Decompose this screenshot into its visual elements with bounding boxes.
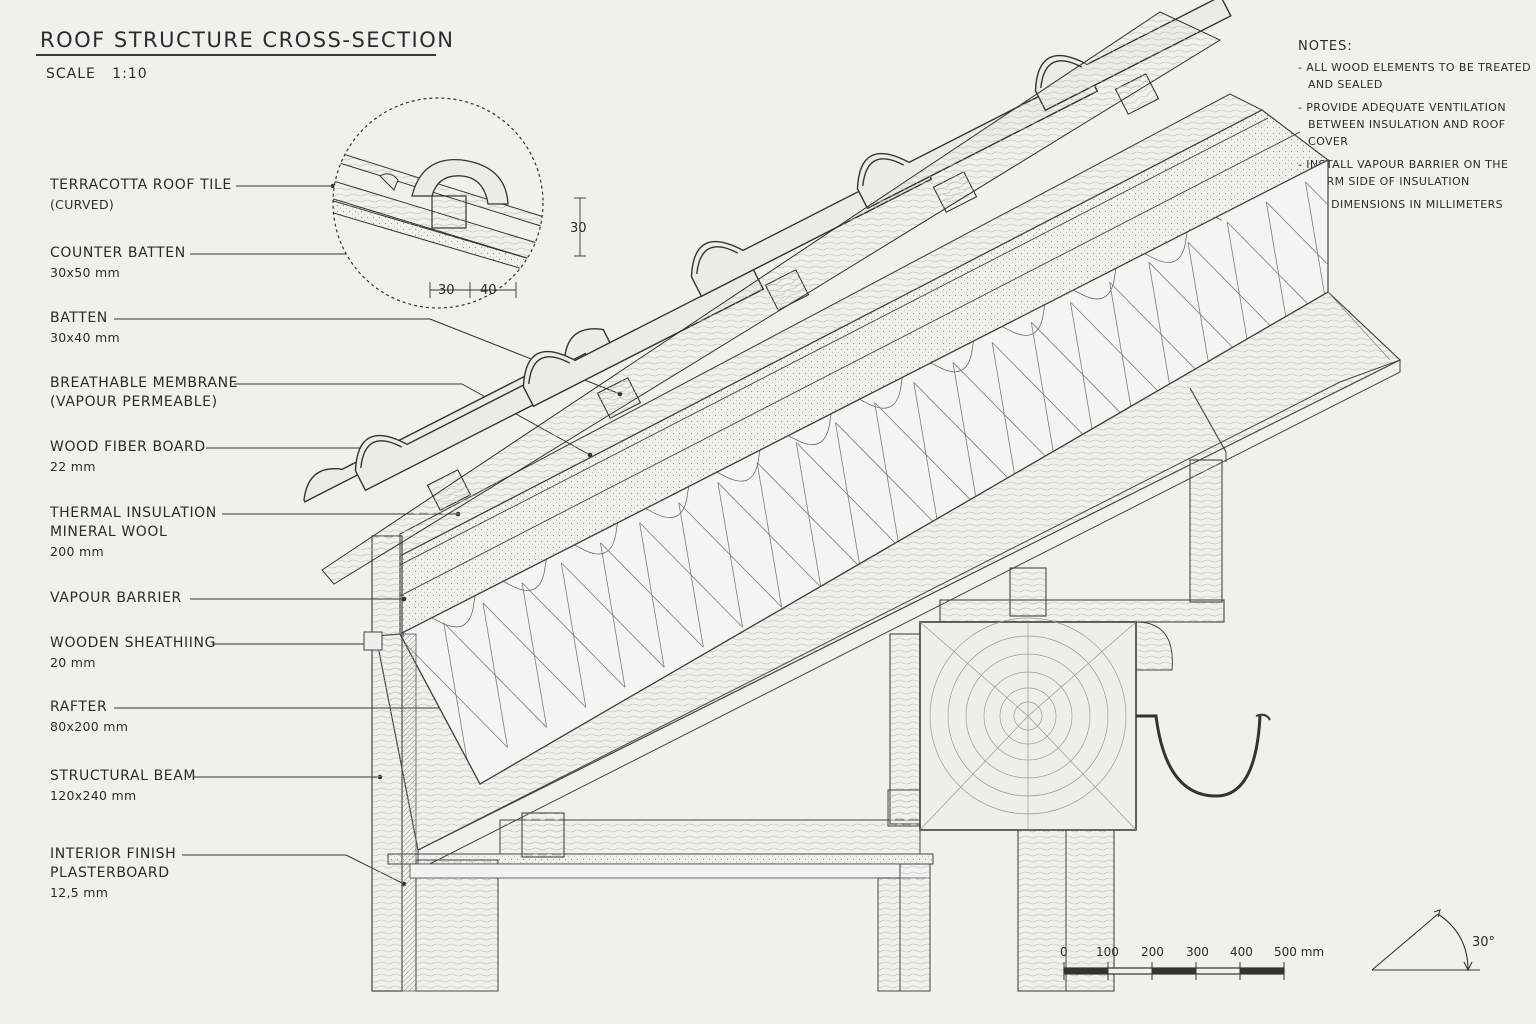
gutter bbox=[1136, 714, 1262, 798]
scale-tick: 200 bbox=[1141, 945, 1164, 959]
angle-indicator bbox=[1371, 909, 1480, 972]
note-item: - PROVIDE ADEQUATE VENTILATION BETWEEN I… bbox=[1298, 101, 1506, 148]
detail-callout: 30 30 40 bbox=[332, 97, 587, 309]
structural-beam-endgrain bbox=[919, 617, 1137, 992]
label-roof-tile: TERRACOTTA ROOF TILE(CURVED) bbox=[50, 177, 232, 212]
scale-tick: 100 bbox=[1096, 945, 1119, 959]
label-vapour-barrier: VAPOUR BARRIER bbox=[50, 590, 182, 606]
scale-bar: 0 100 200 300 400 500 mm bbox=[1060, 945, 1324, 980]
angle-label: 30° bbox=[1472, 935, 1495, 950]
leader-lines bbox=[114, 185, 621, 885]
dim-height: 30 bbox=[570, 221, 587, 236]
scale-tick: 0 bbox=[1060, 945, 1068, 959]
insulation-hatch bbox=[402, 214, 1222, 640]
note-item: - INSTALL VAPOUR BARRIER ON THE WARM SID… bbox=[1298, 158, 1509, 188]
notes-heading: NOTES: bbox=[1298, 39, 1353, 54]
drawing-title: ROOF STRUCTURE CROSS-SECTION bbox=[40, 28, 455, 52]
title-underline bbox=[36, 54, 436, 56]
scale-label: SCALE 1:10 bbox=[46, 66, 148, 82]
roof-tiles bbox=[303, 0, 1232, 585]
note-item: - ALL DIMENSIONS IN MILLIMETERS bbox=[1298, 198, 1504, 211]
scale-tick: 300 bbox=[1186, 945, 1209, 959]
notes-block: NOTES: - ALL WOOD ELEMENTS TO BE TREATED… bbox=[1298, 38, 1536, 219]
label-breathable-membrane: BREATHABLE MEMBRANE(VAPOUR PERMEABLE) bbox=[50, 375, 239, 410]
note-item: - ALL WOOD ELEMENTS TO BE TREATED AND SE… bbox=[1298, 61, 1531, 91]
scale-tick: 500 mm bbox=[1274, 945, 1324, 959]
scale-tick: 400 bbox=[1230, 945, 1253, 959]
dim-width-a: 30 bbox=[438, 283, 455, 298]
dim-width-b: 40 bbox=[480, 283, 497, 298]
